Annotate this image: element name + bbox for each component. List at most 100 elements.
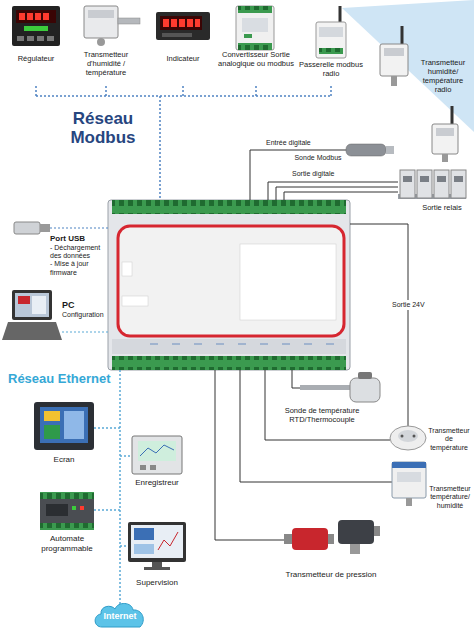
network-title: Réseau Ethernet: [8, 372, 111, 386]
io-module: [112, 356, 346, 370]
pressure-transmitter-icon: [338, 520, 374, 544]
laptop-icon: [18, 296, 30, 304]
screen-icon: [40, 407, 88, 443]
device-name: Régulateur: [6, 54, 66, 63]
io-module: [108, 200, 350, 370]
relay-output-icon: [434, 170, 449, 198]
controller-icon: [37, 36, 44, 41]
ethernet-bus: [119, 370, 121, 604]
device-name: Sortie relais: [413, 203, 471, 212]
laptop-icon: [15, 293, 49, 317]
io-module: [112, 339, 346, 354]
pc-link: [62, 331, 108, 332]
humidity-transmitter-icon: [397, 472, 421, 482]
temperature-transmitter-icon: [390, 426, 426, 450]
transmitter-icon: [118, 18, 140, 24]
humidity-transmitter-icon: [392, 462, 426, 506]
converter-icon: [236, 6, 274, 50]
controller-icon: [27, 13, 33, 20]
screen-icon: [34, 402, 94, 450]
supervision-icon: [131, 525, 183, 558]
modbus-bus: [330, 86, 332, 96]
io-module: [240, 244, 336, 320]
device-note: - Déchargement des données: [50, 244, 106, 261]
device-label: Convertisseur Sortie analogique ou modbu…: [217, 50, 295, 68]
controller-icon: [12, 6, 60, 46]
ethernet-bus: [94, 427, 120, 429]
device-label: Régulateur: [6, 54, 66, 63]
signal-name: Sortie digitale: [292, 170, 334, 178]
io-module: [150, 344, 334, 345]
screen-icon: [44, 411, 60, 421]
indicator-icon: [160, 16, 202, 30]
transmitter-icon: [84, 6, 140, 46]
device-label: Transmetteur humidité/ température radio: [415, 58, 471, 94]
device-label: Sonde de température RTD/Thermocouple: [272, 406, 372, 424]
device-name: Enregistreur: [127, 478, 187, 488]
device-name: Automate programmable: [32, 534, 102, 553]
pressure-transmitter-icon: [328, 534, 334, 544]
io-module: [122, 296, 148, 306]
modbus-bus: [36, 86, 332, 200]
plc-icon: [46, 504, 68, 516]
device-note: - Mise à jour firmware: [50, 260, 106, 277]
pressure-transmitter-icon: [292, 528, 328, 550]
supervision-icon: [134, 544, 154, 554]
signal-wire: [276, 187, 398, 200]
controller-icon: [16, 10, 56, 23]
controller-icon: [47, 36, 54, 41]
temperature-transmitter-icon: [413, 435, 416, 438]
io-module: [112, 200, 346, 214]
temperature-probe-icon: [300, 372, 380, 402]
temperature-transmitter-icon: [401, 435, 404, 438]
laptop-icon: [12, 290, 52, 320]
modbus-bus: [105, 86, 107, 96]
modbus-probe-icon: [386, 146, 394, 154]
controller-icon: [19, 13, 25, 20]
relay-output-icon: [454, 176, 463, 182]
supervision-icon: [134, 528, 154, 540]
plc-icon: [72, 506, 76, 510]
usb-stick-icon: [14, 222, 40, 234]
device-name: Port USB: [50, 234, 106, 244]
controller-icon: [12, 6, 60, 46]
recorder-icon: [132, 436, 182, 474]
signal-wire: [284, 192, 398, 200]
transmitter-icon: [84, 6, 118, 38]
device-label: Supervision: [127, 578, 187, 588]
device-note: Configuration: [62, 311, 106, 319]
device-label: Passerelle modbus radio: [299, 60, 363, 78]
usb-link: [50, 227, 108, 228]
radio-transmitter-icon: [451, 106, 454, 124]
temperature-probe-icon: [300, 385, 350, 390]
plc-icon: [40, 523, 94, 530]
device-name: Transmetteur de température: [427, 427, 471, 452]
device-label: Ecran: [34, 455, 94, 465]
device-name: Convertisseur Sortie analogique ou modbu…: [217, 50, 295, 68]
device-name: Sonde de température RTD/Thermocouple: [272, 406, 372, 424]
supervision-icon: [144, 567, 170, 570]
pc-link: [62, 331, 108, 332]
relay-output-icon: [420, 176, 429, 182]
signal-wire: [215, 370, 292, 540]
io-module: [108, 200, 350, 370]
io-module: [150, 344, 334, 345]
signal-name: Entrée digitale: [266, 139, 311, 147]
device-name: PC: [62, 300, 106, 311]
device-label: Transmetteur d'humidité / température: [71, 50, 141, 77]
device-label: Transmetteur de pression: [276, 570, 386, 580]
relay-output-icon: [451, 170, 466, 198]
usb-stick-icon: [40, 224, 50, 232]
screen-icon: [44, 425, 60, 439]
device-name: Transmetteur humidité/ température radio: [415, 58, 471, 94]
indicator-icon: [171, 19, 177, 27]
radio-transmitter-icon: [380, 26, 458, 162]
radio-transmitter-icon: [442, 154, 448, 162]
modbus-bus: [35, 86, 37, 96]
controller-icon: [43, 13, 49, 20]
device-label: Transmetteur de température: [427, 427, 471, 452]
converter-icon: [238, 43, 272, 50]
io-module: [122, 262, 132, 276]
ethernet-bus: [120, 455, 132, 457]
